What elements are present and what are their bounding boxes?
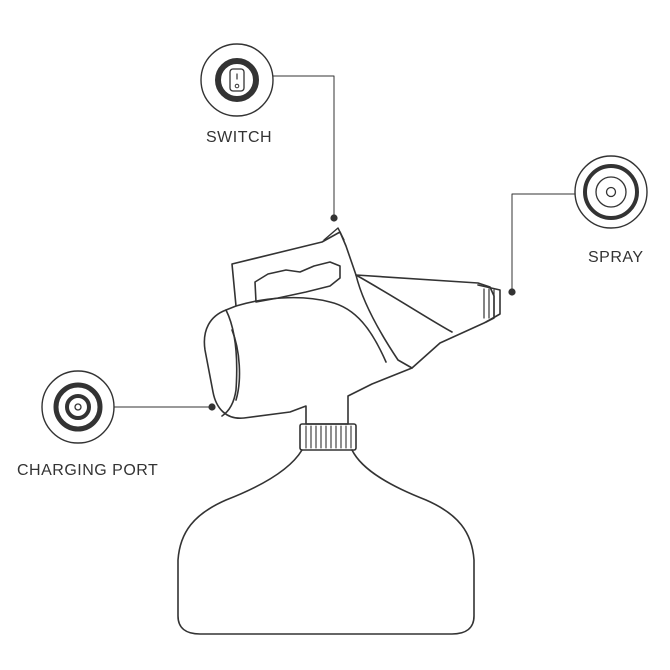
sprayer-device — [177, 227, 501, 635]
charging-port-label: CHARGING PORT — [17, 462, 159, 479]
barrel-underside — [355, 274, 453, 333]
rear-cap — [221, 309, 238, 417]
nozzle — [477, 284, 501, 323]
charging-port-icon — [53, 382, 103, 432]
spray-label: SPRAY — [588, 249, 644, 266]
spray-callout — [508, 155, 648, 296]
spray-icon-outer — [574, 155, 648, 229]
switch-icon-outer — [200, 43, 274, 117]
switch-label: SWITCH — [206, 129, 273, 146]
top-switch-button — [323, 227, 345, 241]
body-inner-contour — [355, 274, 413, 369]
bottle-cap — [299, 423, 357, 451]
switch-callout — [200, 43, 338, 222]
switch-leader-dot — [330, 214, 338, 222]
spray-nozzle-icon — [583, 164, 639, 220]
charging-port-icon-outer — [41, 370, 115, 444]
charging-port-callout — [41, 370, 216, 444]
handle-grip — [254, 261, 341, 303]
spray-leader-line — [511, 193, 576, 293]
switch-leader-line — [272, 75, 335, 219]
rear-cap-inner — [231, 329, 241, 401]
sprayer-body — [203, 231, 495, 425]
switch-icon — [215, 58, 259, 102]
charging-port-leader-dot — [208, 403, 216, 411]
bottle-cap-threads — [305, 425, 352, 449]
spray-leader-dot — [508, 288, 516, 296]
body-upper-curve — [235, 296, 387, 363]
bottle — [177, 449, 475, 635]
